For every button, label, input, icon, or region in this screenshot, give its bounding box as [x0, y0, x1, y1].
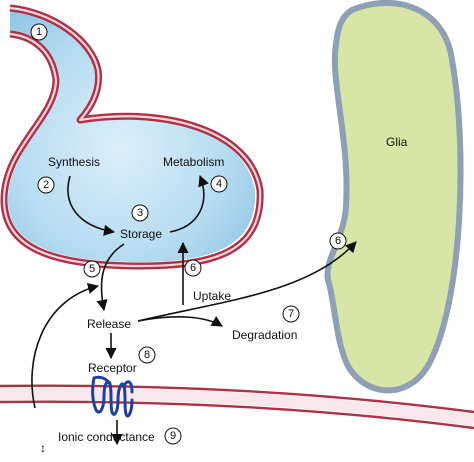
- arrow-release-glia: [137, 241, 357, 322]
- arrow-release-degradation: [137, 316, 223, 327]
- receptor-protein: [91, 375, 134, 418]
- svg-text:3: 3: [137, 207, 143, 219]
- label-degradation: Degradation: [232, 328, 297, 342]
- glia-body: [324, 0, 464, 394]
- step-number-1: 1: [30, 23, 48, 41]
- label-glia: Glia: [386, 135, 408, 149]
- step-number-9: 9: [164, 427, 182, 445]
- label-release: Release: [87, 317, 131, 331]
- svg-text:6: 6: [190, 262, 196, 274]
- svg-text:7: 7: [288, 308, 294, 320]
- step-number-6-terminal: 6: [184, 259, 202, 277]
- step-number-3: 3: [131, 204, 149, 222]
- svg-text:5: 5: [89, 263, 95, 275]
- postsynaptic-membrane-bottom: [0, 400, 474, 430]
- arrow-storage-release: [96, 243, 125, 312]
- label-ionic-conductance: Ionic conductance: [58, 430, 155, 444]
- step-number-5: 5: [83, 260, 101, 278]
- svg-text:4: 4: [216, 178, 222, 190]
- arrow-storage-metabolism: [169, 174, 209, 233]
- label-synthesis: Synthesis: [48, 155, 100, 169]
- step-number-2: 2: [37, 176, 55, 194]
- label-metabolism: Metabolism: [163, 155, 224, 169]
- label-uptake: Uptake: [193, 289, 231, 303]
- postsynaptic-membrane-top: [0, 384, 474, 414]
- label-storage: Storage: [120, 227, 162, 241]
- svg-text:8: 8: [144, 349, 150, 361]
- label-receptor: Receptor: [88, 361, 137, 375]
- svg-text:6: 6: [335, 235, 341, 247]
- step-number-8: 8: [138, 346, 156, 364]
- pathway-arrows: [31, 174, 357, 446]
- step-number-7: 7: [282, 305, 300, 323]
- svg-text:2: 2: [43, 179, 49, 191]
- presynaptic-membrane-core: [2, 6, 262, 268]
- svg-text:9: 9: [170, 430, 176, 442]
- arrow-feedback-terminal: [31, 283, 100, 409]
- step-number-4: 4: [210, 175, 228, 193]
- postsynaptic-membrane-core: [0, 387, 474, 426]
- arrow-synthesis-storage: [67, 175, 116, 236]
- svg-text:1: 1: [36, 26, 42, 38]
- step-number-6-glia: 6: [329, 232, 347, 250]
- glia-cell: [324, 0, 464, 394]
- ionic-conductance-symbol: ↕: [40, 441, 46, 455]
- postsynaptic-membrane: [0, 384, 474, 430]
